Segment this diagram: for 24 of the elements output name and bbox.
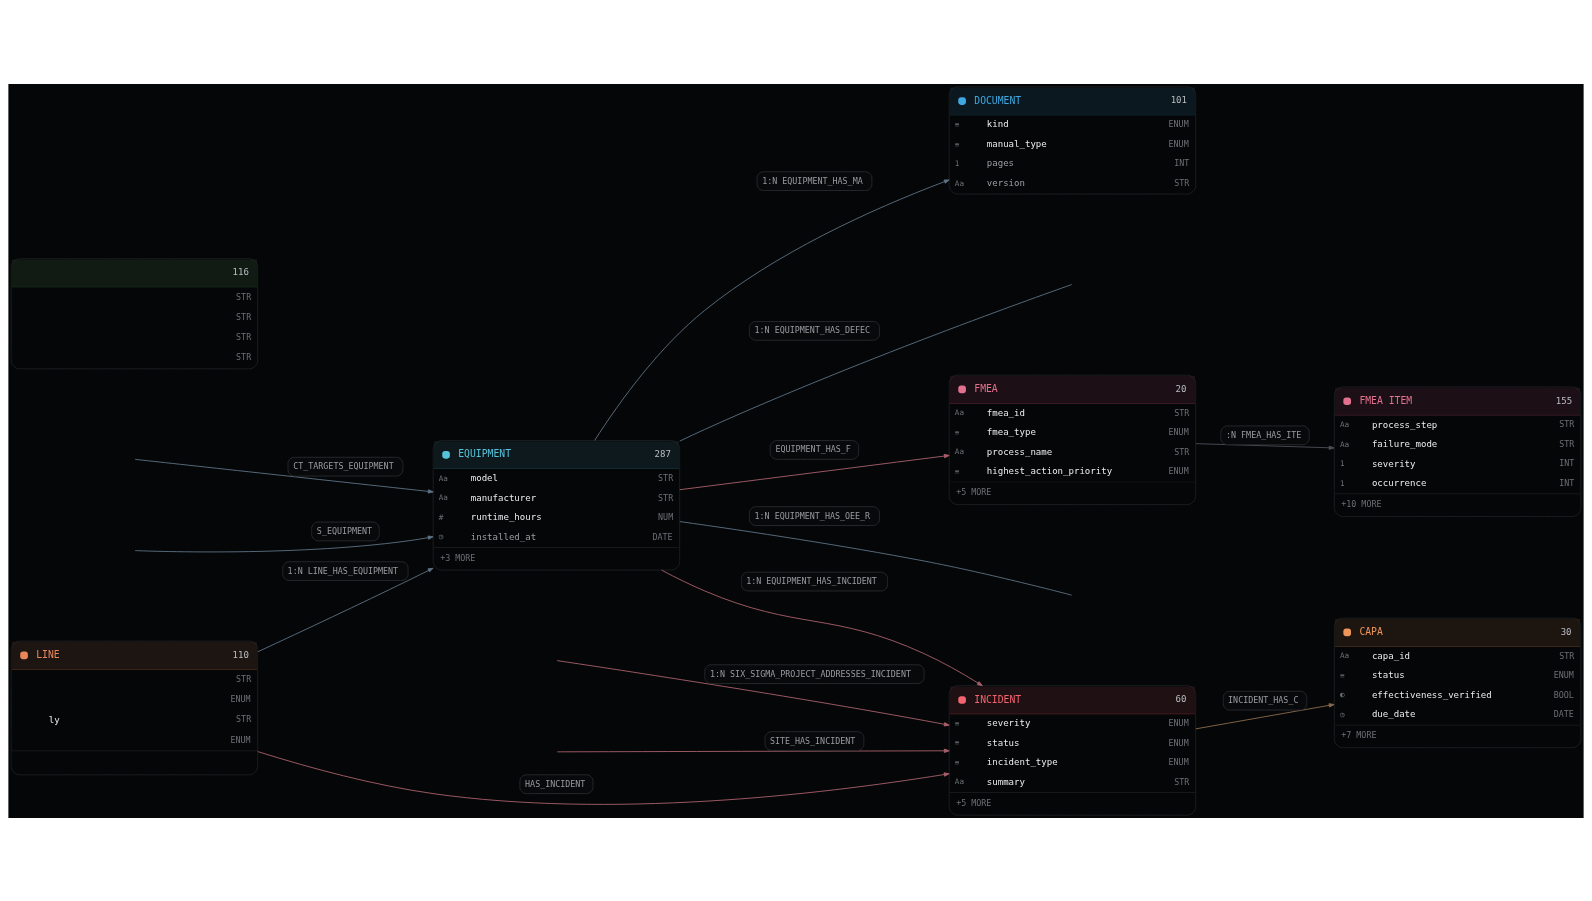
arrow	[1195, 702, 1335, 729]
edge-label: SITE_HAS_INCIDENT	[769, 735, 856, 746]
arrow	[556, 748, 950, 753]
edge-label: CT_TARGETS_EQUIPMENT	[293, 460, 394, 471]
arrow	[257, 750, 950, 805]
arrow	[556, 659, 950, 726]
edge-label: 1:N EQUIPMENT_HAS_DEFEC	[754, 324, 871, 335]
edge-label: INCIDENT_HAS_C	[1228, 694, 1299, 705]
connector	[679, 283, 1073, 442]
edge-label: HAS_INCIDENT	[525, 778, 586, 789]
edge-label: :N FMEA_HAS_ITE	[1226, 429, 1302, 440]
connector	[679, 520, 1073, 596]
edge-label: 1:N LINE_HAS_EQUIPMENT	[287, 565, 399, 576]
arrow	[257, 567, 434, 652]
edge-label: S_EQUIPMENT	[316, 525, 373, 536]
edge-label: 1:N EQUIPMENT_HAS_INCIDENT	[746, 575, 877, 586]
edge-label: 1:N EQUIPMENT_HAS_OEE_R	[754, 510, 871, 521]
edge-label: 1:N SIX_SIGMA_PROJECT_ADDRESSES_INCIDENT	[710, 668, 911, 679]
arrow	[679, 453, 950, 490]
edge-label: 1:N EQUIPMENT_HAS_MA	[762, 175, 863, 186]
arrow	[134, 535, 434, 552]
arrow	[594, 178, 950, 441]
arrow	[1195, 442, 1335, 450]
edge-label: EQUIPMENT_HAS_F	[775, 443, 851, 454]
